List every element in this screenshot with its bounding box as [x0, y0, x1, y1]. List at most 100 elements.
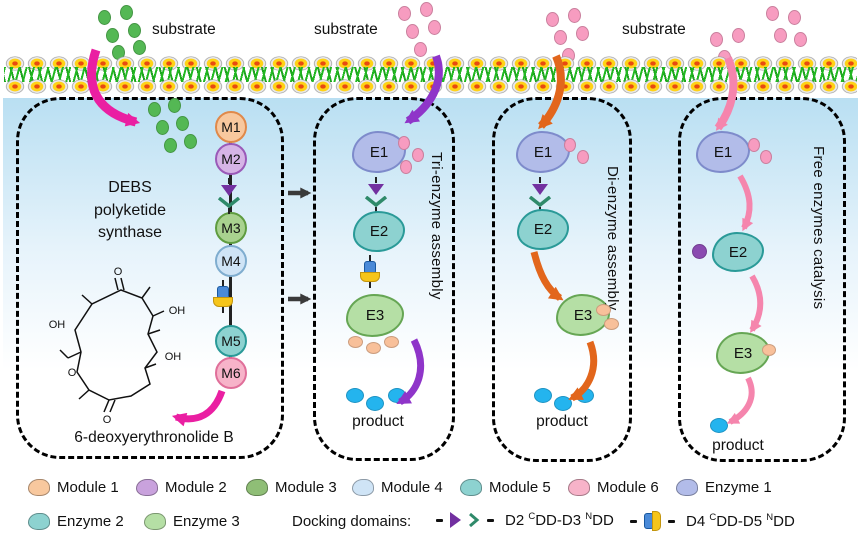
- chem-label-ketone-o: O: [114, 266, 123, 278]
- legend-enzyme-3: Enzyme 3: [144, 513, 240, 530]
- product-blue-drop: [366, 396, 384, 411]
- enzyme-e2-free: E2: [712, 232, 764, 272]
- enzyme-e1-di: E1: [516, 131, 570, 173]
- substrate-pink-dot: [748, 138, 760, 152]
- substrate-pink-dot: [398, 6, 411, 21]
- substrate-label-3: substrate: [622, 21, 686, 38]
- legend-label: Module 3: [275, 479, 337, 496]
- product-blue-drop: [388, 388, 406, 403]
- intermediate-peach-dot: [596, 304, 611, 316]
- substrate-green-dot: [120, 5, 133, 20]
- panel-title-di: Di-enzyme assembly: [604, 166, 621, 311]
- intermediate-peach-dot: [384, 336, 399, 348]
- enzyme-e2-tri: E2: [353, 211, 405, 252]
- d4cdd-d5ndd-plug-icon: [644, 511, 661, 531]
- debs-title: DEBS polyketide synthase: [93, 179, 167, 242]
- panel-debs-pks: [16, 97, 284, 459]
- panel-free-enzymes: [678, 97, 846, 462]
- module-m6: M6: [215, 357, 247, 389]
- substrate-pink-dot: [412, 148, 424, 162]
- legend-label: Module 2: [165, 479, 227, 496]
- substrate-pink-dot: [400, 160, 412, 174]
- docking-domain-d2cdd-d3ndd-icon: [528, 177, 552, 213]
- substrate-pink-dot: [428, 20, 441, 35]
- chevron-socket-icon: [217, 197, 241, 208]
- legend-enzyme-1: Enzyme 1: [676, 479, 772, 496]
- module-1-icon: [28, 479, 50, 496]
- chevron-socket-icon: [469, 512, 480, 528]
- product-blue-drop: [576, 388, 594, 403]
- substrate-green-dot: [156, 120, 169, 135]
- legend-label: Enzyme 1: [705, 479, 772, 496]
- intermediate-peach-dot: [348, 336, 363, 348]
- substrate-pink-dot: [564, 138, 576, 152]
- docking-domain-1-label: D2 CDD-D3 NDD: [505, 511, 614, 529]
- substrate-pink-dot: [760, 150, 772, 164]
- product-blue-drop: [346, 388, 364, 403]
- substrate-pink-dot: [546, 12, 559, 27]
- substrate-label-2: substrate: [314, 21, 378, 38]
- intermediate-peach-dot: [366, 342, 381, 354]
- enzyme-1-icon: [676, 479, 698, 496]
- chem-label-oh-mid: OH: [165, 351, 182, 363]
- docking-domain-d4cdd-d5ndd-icon: [360, 255, 380, 288]
- module-4-icon: [352, 479, 374, 496]
- product-label-free: product: [712, 437, 764, 454]
- dash-icon: [630, 519, 637, 523]
- substrate-pink-dot: [710, 32, 723, 47]
- docking-domains-text: Docking domains:: [292, 513, 412, 530]
- module-2-icon: [136, 479, 158, 496]
- legend-label: Enzyme 3: [173, 513, 240, 530]
- deb-product-label: 6-deoxyerythronolide B: [74, 429, 234, 446]
- substrate-green-dot: [176, 116, 189, 131]
- substrate-green-dot: [168, 98, 181, 113]
- legend-module-2: Module 2: [136, 479, 227, 496]
- legend-label: Module 5: [489, 479, 551, 496]
- legend-label: Enzyme 2: [57, 513, 124, 530]
- module-m1: M1: [215, 111, 247, 143]
- substrate-pink-dot: [406, 24, 419, 39]
- plug-cup-icon: [652, 511, 661, 531]
- enzyme-e3-tri: E3: [346, 294, 404, 337]
- plug-cup-icon: [213, 297, 233, 307]
- substrate-green-dot: [184, 134, 197, 149]
- dash-icon: [487, 518, 494, 522]
- legend-label: Module 6: [597, 479, 659, 496]
- legend-docking-1: D2 CDD-D3 NDD: [436, 511, 614, 529]
- module2-purple-dot: [692, 244, 707, 259]
- panel-tri-enzyme-assembly: [313, 97, 455, 461]
- product-label-tri: product: [352, 413, 404, 430]
- legend-module-5: Module 5: [460, 479, 551, 496]
- substrate-green-dot: [148, 102, 161, 117]
- legend-module-3: Module 3: [246, 479, 337, 496]
- docking-domain-d2cdd-d3ndd-icon: [364, 177, 388, 213]
- substrate-pink-dot: [420, 2, 433, 17]
- chemical-structure-6-deoxyerythronolide-b: O O O OH OH OH: [49, 266, 186, 426]
- cell-membrane: [4, 54, 857, 96]
- substrate-green-dot: [98, 10, 111, 25]
- module-6-icon: [568, 479, 590, 496]
- chem-label-lactone-o: O: [103, 414, 112, 426]
- substrate-pink-dot: [794, 32, 807, 47]
- legend-enzyme-2: Enzyme 2: [28, 513, 124, 530]
- legend-docking-2: D4 CDD-D5 NDD: [630, 511, 795, 531]
- module-5-icon: [460, 479, 482, 496]
- chevron-socket-icon: [364, 196, 388, 207]
- product-blue-drop: [554, 396, 572, 411]
- legend-docking-domains-label: Docking domains:: [292, 513, 411, 530]
- module-m3: M3: [215, 212, 247, 244]
- intermediate-peach-dot: [604, 318, 619, 330]
- product-blue-drop: [710, 418, 728, 433]
- chem-label-ester-o: O: [68, 367, 77, 379]
- substrate-pink-dot: [576, 26, 589, 41]
- module-3-icon: [246, 479, 268, 496]
- substrate-pink-dot: [788, 10, 801, 25]
- substrate-green-dot: [128, 23, 141, 38]
- substrate-pink-dot: [774, 28, 787, 43]
- substrate-label-1: substrate: [152, 21, 216, 38]
- substrate-pink-dot: [766, 6, 779, 21]
- panel-title-tri: Tri-enzyme assembly: [428, 152, 445, 300]
- legend-module-6: Module 6: [568, 479, 659, 496]
- docking-domain-d2cdd-d3ndd-icon: [217, 178, 241, 214]
- product-blue-drop: [534, 388, 552, 403]
